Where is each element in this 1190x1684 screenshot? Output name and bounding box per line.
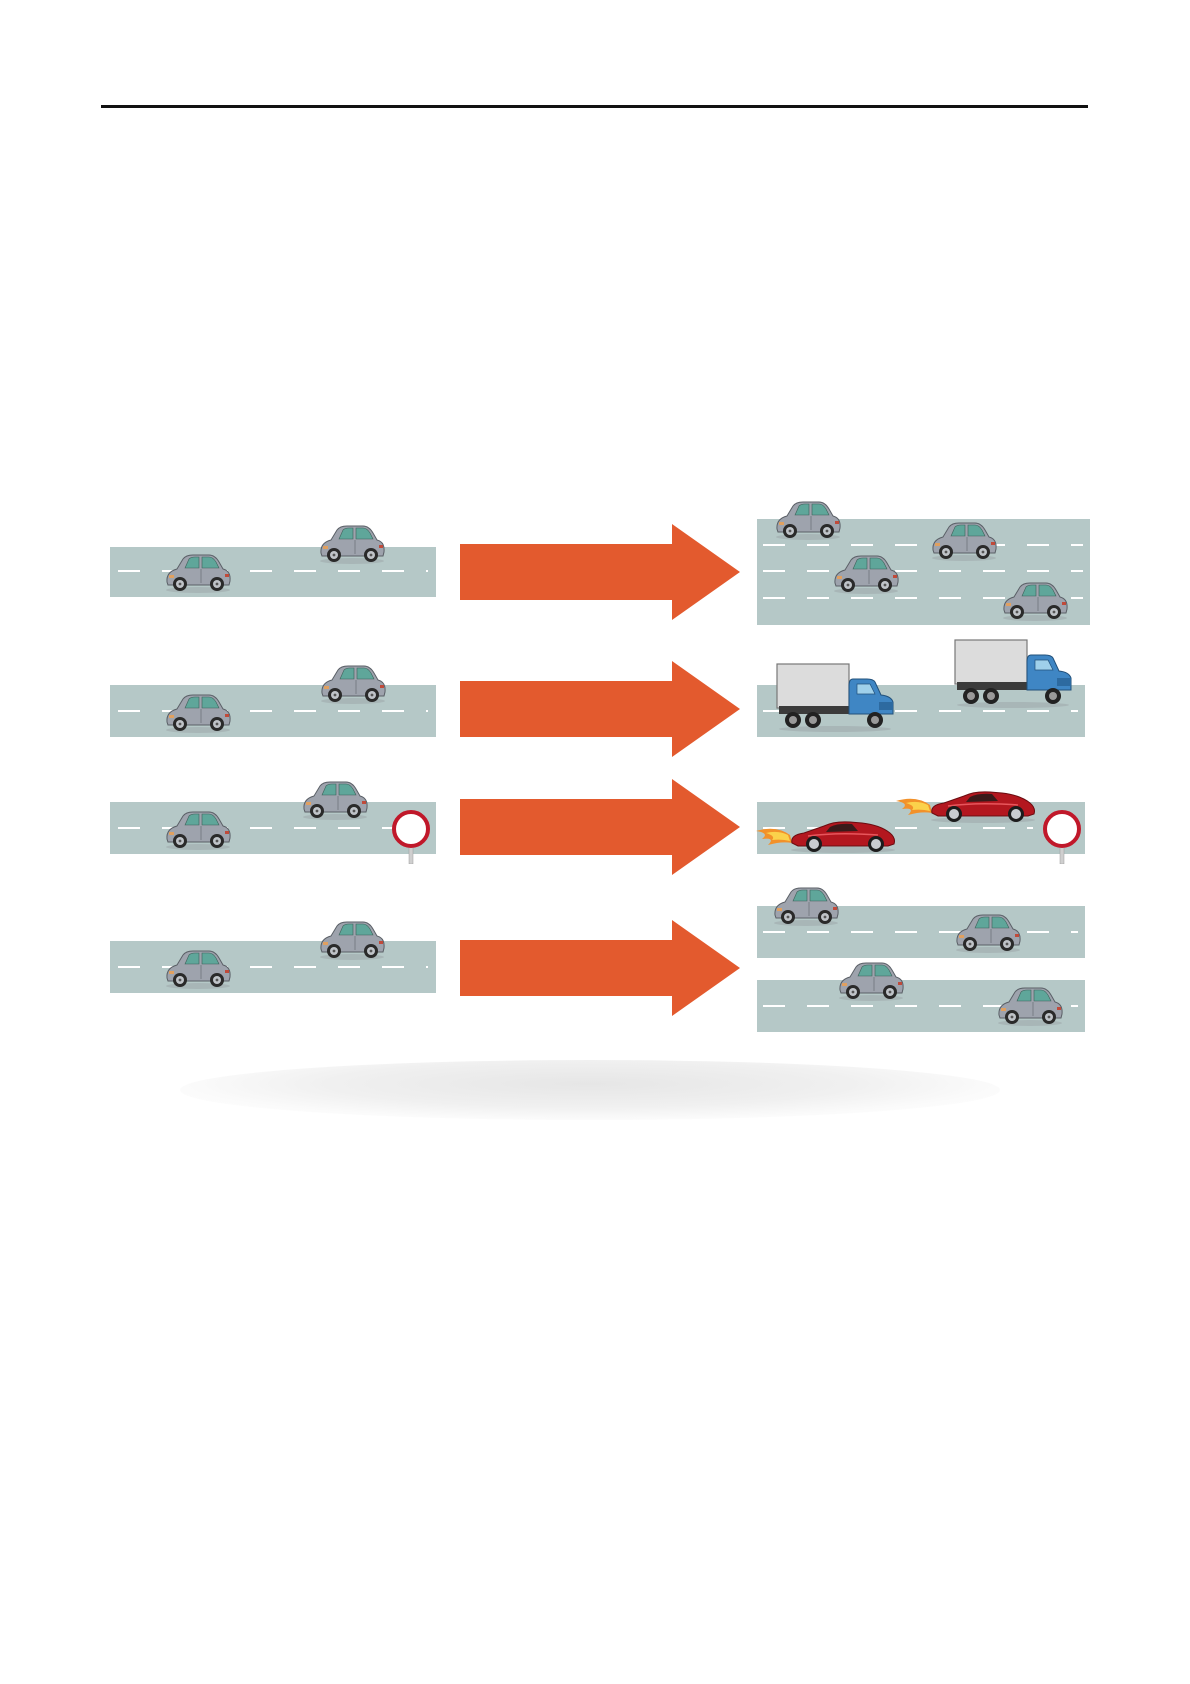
car-icon: [836, 961, 906, 1001]
car-icon: [163, 949, 233, 989]
floor-shadow: [180, 1060, 1000, 1120]
car-icon: [773, 500, 843, 540]
lane-marking: [118, 827, 398, 829]
sign-icon: [391, 810, 431, 864]
car-icon: [163, 693, 233, 733]
sign-icon: [1042, 810, 1082, 864]
car-icon: [953, 913, 1023, 953]
lane-marking: [763, 931, 1078, 933]
car-icon: [300, 780, 370, 820]
header-rule: [101, 105, 1088, 108]
car-icon: [317, 920, 387, 960]
car-icon: [995, 986, 1065, 1026]
car-icon: [771, 886, 841, 926]
car-icon: [163, 810, 233, 850]
truck-icon: [775, 662, 895, 732]
arrow-right-icon: [460, 661, 740, 757]
car-icon: [163, 553, 233, 593]
road: [110, 547, 436, 597]
arrow-right-icon: [460, 524, 740, 620]
car-icon: [831, 554, 901, 594]
car-icon: [929, 521, 999, 561]
sports-car-icon: [748, 813, 898, 853]
sports-car-icon: [888, 783, 1038, 823]
arrow-right-icon: [460, 779, 740, 875]
lane-marking: [763, 544, 1083, 546]
arrow-right-icon: [460, 920, 740, 1016]
car-icon: [1000, 581, 1070, 621]
car-icon: [317, 524, 387, 564]
lane-marking: [763, 570, 1083, 572]
truck-icon: [953, 638, 1073, 708]
car-icon: [318, 664, 388, 704]
